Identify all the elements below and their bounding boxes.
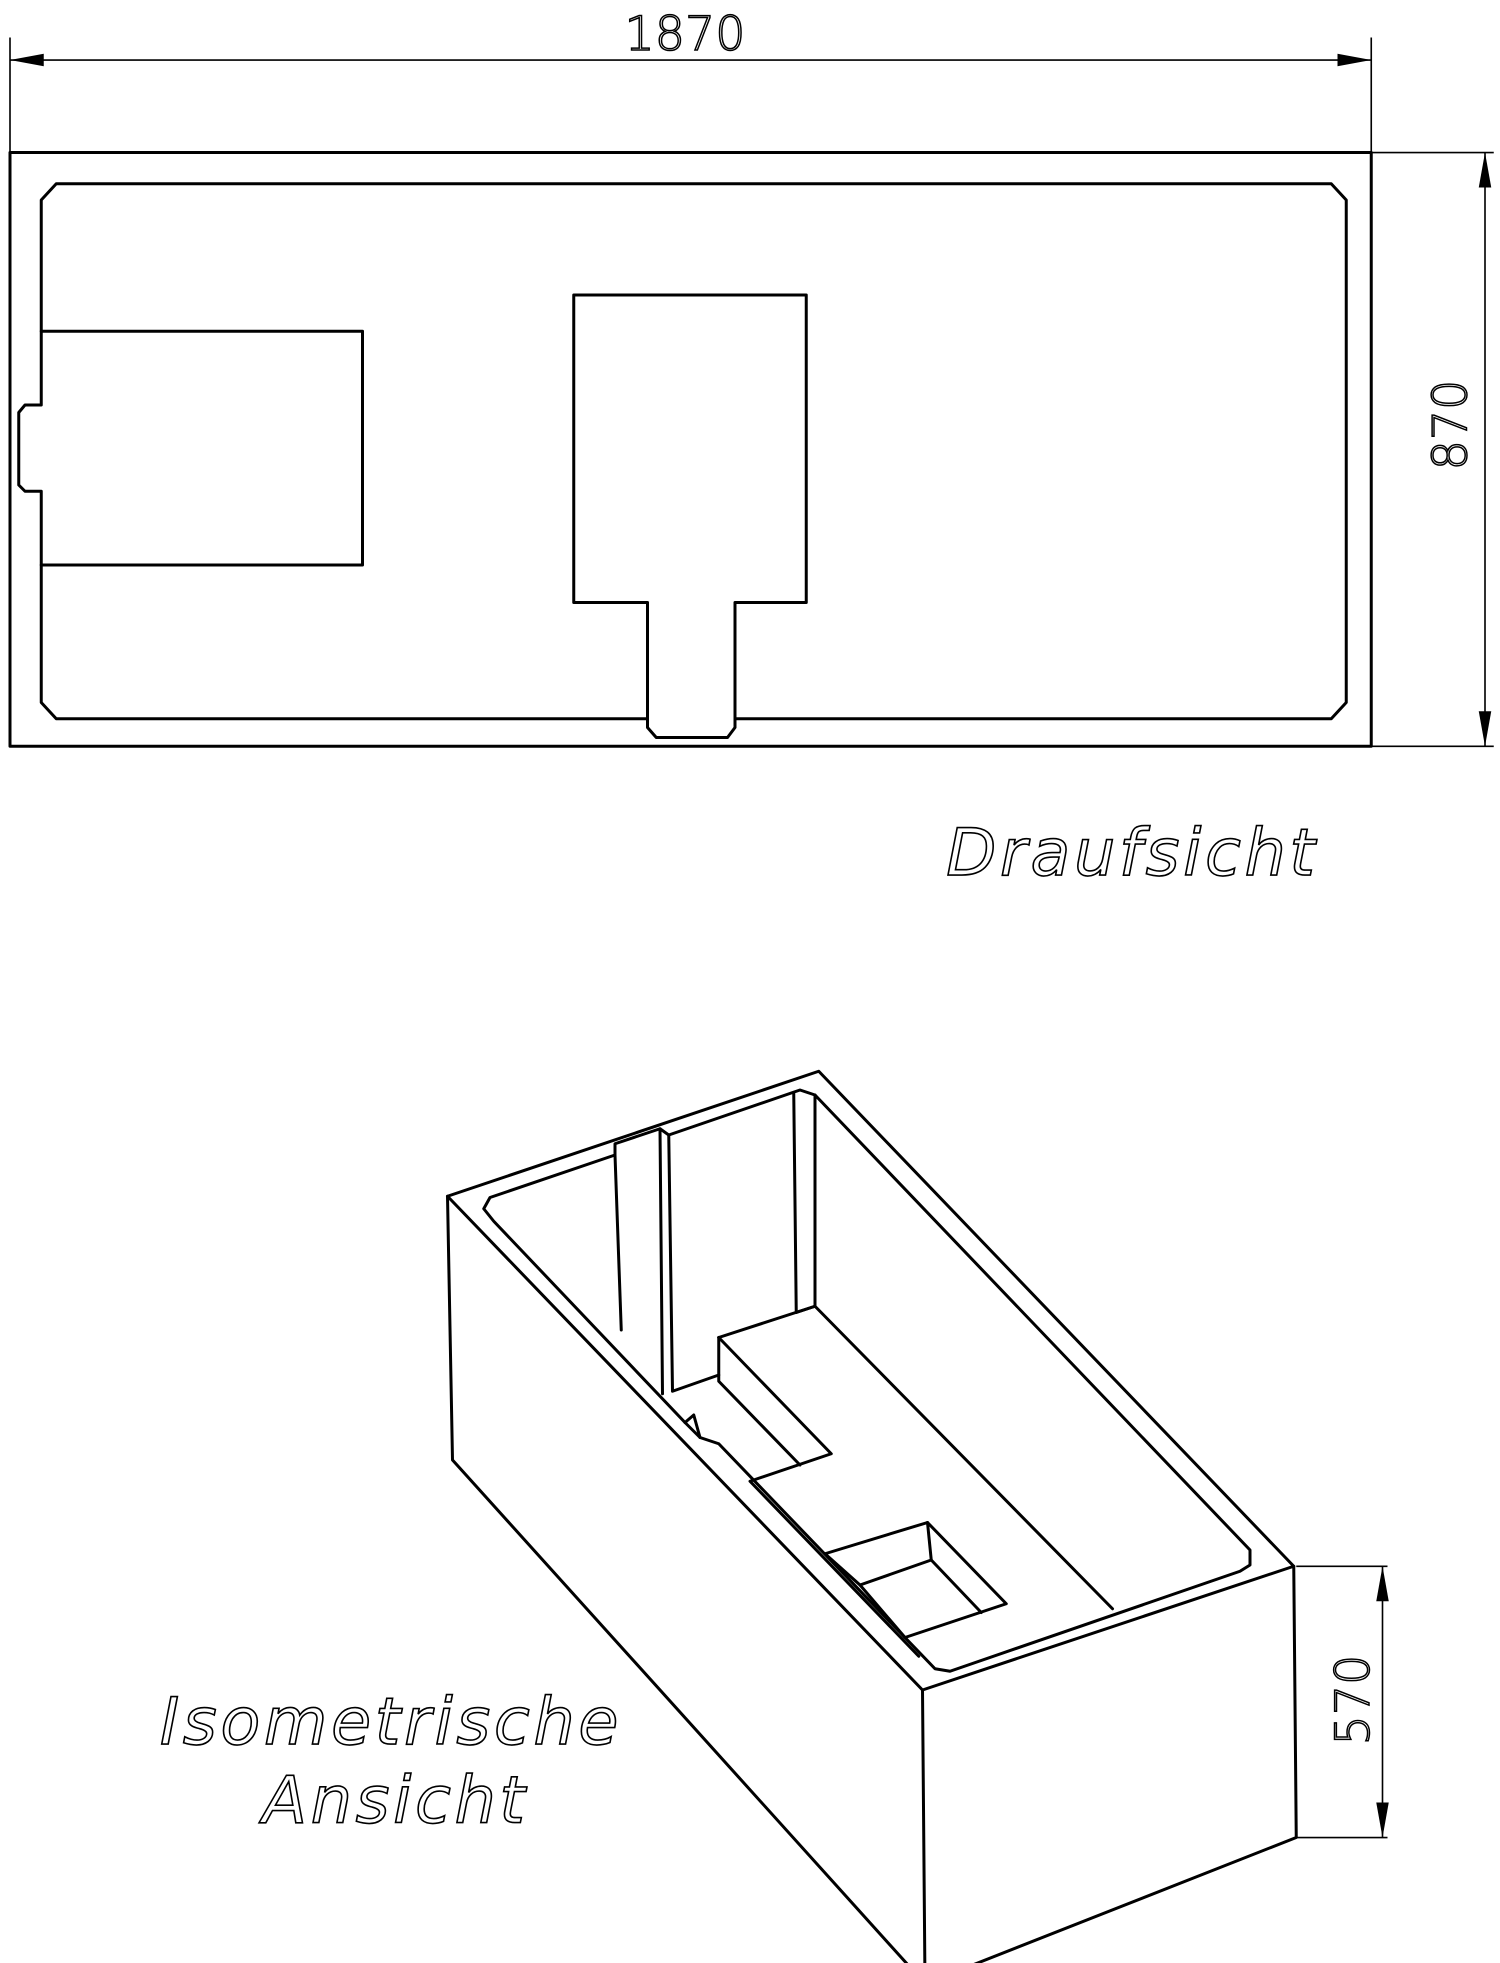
length-dimension-label: 1870 <box>625 7 746 62</box>
iso-body-outline <box>446 1194 1298 1963</box>
length-dimension: 1870 <box>9 6 1373 153</box>
width-dimension-label: 870 <box>1423 380 1478 471</box>
height-dimension: 570 <box>1296 1565 1389 1839</box>
height-dimension-label: 570 <box>1326 1655 1381 1746</box>
top-view: 1870 870 Draufsicht <box>8 6 1494 892</box>
iso-inner-rim <box>482 1088 1252 1673</box>
width-dimension: 870 <box>1371 151 1494 748</box>
top-view-title: Draufsicht <box>946 816 1319 891</box>
footwell-recess <box>572 293 808 721</box>
iso-view-title-line2: Ansicht <box>259 1764 529 1839</box>
tub-inner-outline <box>17 182 1348 739</box>
iso-view-title-line1: Isometrische <box>160 1685 622 1760</box>
isometric-view: 570 Isometrische Ansicht <box>159 1069 1389 1963</box>
tub-outer-outline <box>8 150 1373 748</box>
seat-recess <box>39 329 365 567</box>
